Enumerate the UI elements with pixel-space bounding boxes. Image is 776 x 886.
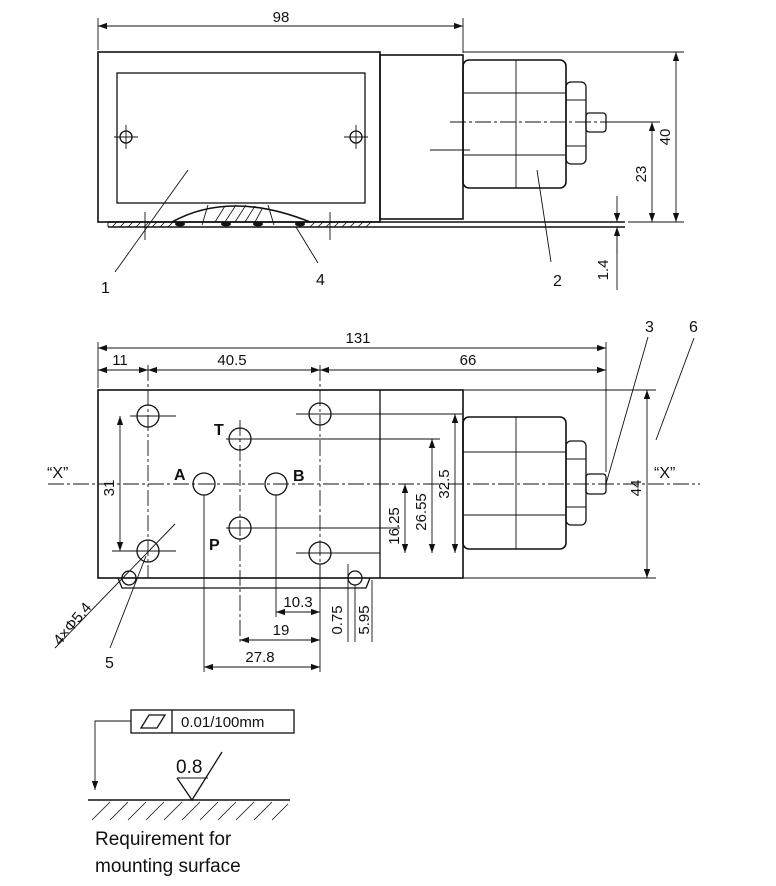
- dim-axis-23: 23: [633, 166, 650, 183]
- dim-0-75: 0.75: [329, 605, 346, 634]
- dim-27-8: 27.8: [245, 649, 274, 666]
- port-label-t: T: [214, 422, 224, 439]
- base-seal-strip: [107, 204, 625, 240]
- callout-1: 1: [101, 280, 110, 297]
- section-label-left: “X”: [47, 465, 68, 482]
- dim-5-95: 5.95: [356, 605, 373, 634]
- dim-right-66: 66: [460, 352, 477, 369]
- flatness-tolerance: 0.01/100mm: [181, 714, 264, 731]
- mounting-hole-top-left: [130, 404, 176, 428]
- callout-5: 5: [105, 655, 114, 672]
- dim-height-40: 40: [657, 129, 674, 146]
- adjustment-nut: [462, 59, 607, 189]
- nameplate-screw-left: [114, 125, 138, 149]
- hole-spec: 4×Φ5.4: [50, 599, 95, 648]
- callout-4: 4: [316, 272, 325, 289]
- dim-10-3: 10.3: [283, 594, 312, 611]
- nameplate-screw-right: [344, 125, 368, 149]
- callout-2: 2: [553, 273, 562, 290]
- dim-left-11: 11: [112, 352, 128, 369]
- front-seal-plate: [117, 577, 371, 589]
- mounting-hole-bottom-left: [112, 539, 176, 563]
- front-adjustment-nut: [462, 416, 607, 550]
- dim-16-25: 16.25: [386, 507, 403, 545]
- dim-19: 19: [273, 622, 290, 639]
- valve-body: [97, 51, 381, 223]
- mounting-surface-requirement: 0.01/100mm 0.8 Requirement for mounting …: [88, 709, 295, 877]
- section-label-right: “X”: [654, 465, 675, 482]
- caption-line-1: Requirement for: [95, 829, 232, 850]
- front-view: “X” “X”: [47, 319, 700, 672]
- dim-32-5: 32.5: [436, 469, 453, 498]
- dim-26-55: 26.55: [413, 493, 430, 531]
- dim-seal-1-4: 1.4: [595, 260, 612, 281]
- callout-6: 6: [689, 319, 698, 336]
- port-label-b: B: [293, 468, 305, 485]
- flatness-icon: [139, 714, 167, 729]
- flatness-frame: [130, 709, 295, 734]
- dim-44: 44: [628, 480, 645, 497]
- port-t: [226, 427, 440, 451]
- roughness-value: 0.8: [176, 757, 202, 778]
- nameplate: [116, 72, 366, 204]
- adapter-plate: [379, 54, 464, 220]
- dim-mid-40-5: 40.5: [217, 352, 246, 369]
- callout-3: 3: [645, 319, 654, 336]
- top-view: 98 40 23 1.4 1 2 4: [97, 9, 684, 297]
- dim-total-131: 131: [345, 330, 370, 347]
- port-label-p: P: [209, 537, 220, 554]
- port-label-a: A: [174, 467, 186, 484]
- dim-31: 31: [101, 480, 118, 497]
- port-p: [226, 516, 400, 540]
- dim-width-98: 98: [273, 9, 290, 26]
- caption-line-2: mounting surface: [95, 856, 241, 877]
